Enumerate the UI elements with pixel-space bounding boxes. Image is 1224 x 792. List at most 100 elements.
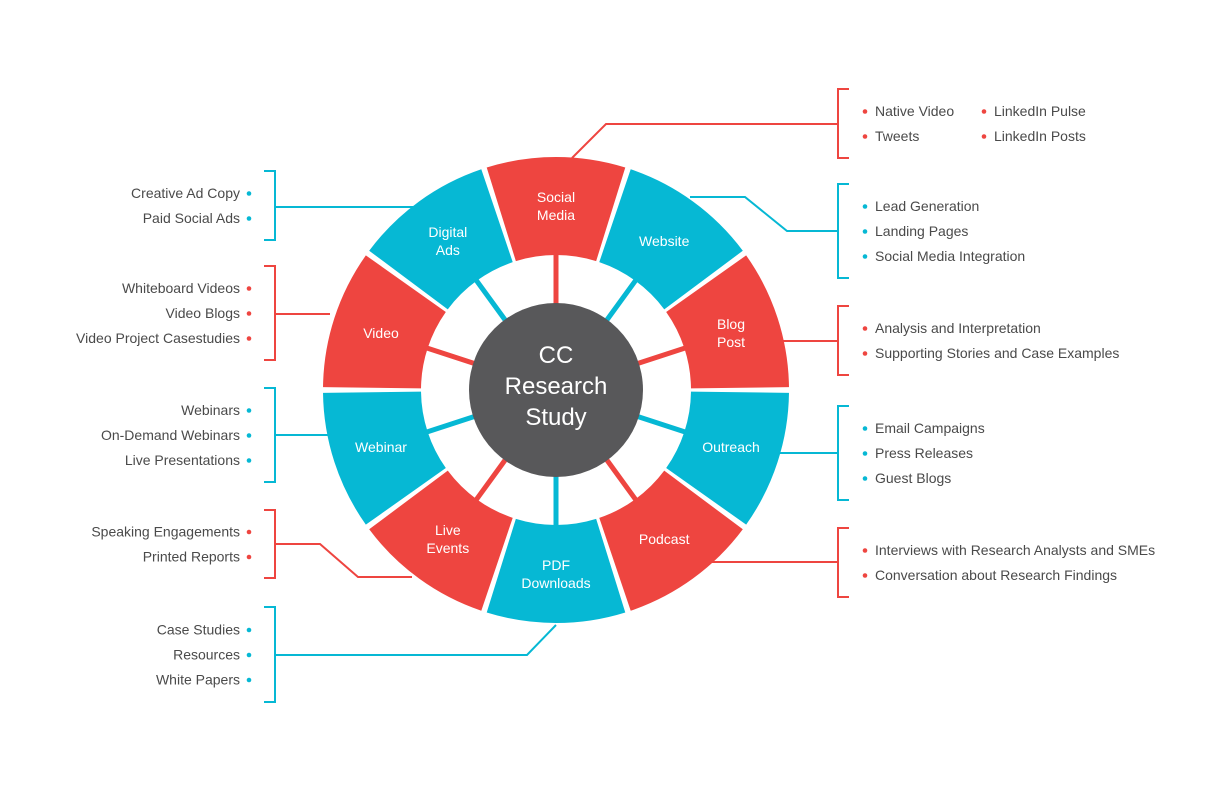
bullet-icon xyxy=(862,326,868,331)
segment-website xyxy=(599,169,743,310)
bullet-icon xyxy=(981,109,987,114)
bullet-icon xyxy=(862,451,868,456)
segment-live-events xyxy=(369,470,513,611)
list-item-text: Press Releases xyxy=(875,445,973,461)
list-item: Webinars xyxy=(181,402,252,418)
list-item-text: Native Video xyxy=(875,103,954,119)
bullet-icon xyxy=(862,254,868,259)
center-circle xyxy=(469,303,643,477)
bullet-icon xyxy=(862,351,868,356)
bullet-icon xyxy=(246,554,252,560)
list-item: LinkedIn Posts xyxy=(981,128,1086,144)
bullet-icon xyxy=(246,652,252,658)
bracket-pdf-downloads xyxy=(264,606,276,703)
list-item-text: Interviews with Research Analysts and SM… xyxy=(875,542,1155,558)
bullet-icon xyxy=(246,529,252,535)
list-item: On-Demand Webinars xyxy=(101,427,252,443)
bracket-video xyxy=(264,265,276,361)
segment-social-media xyxy=(486,157,626,262)
spoke-digital-ads xyxy=(472,276,510,325)
bullet-icon xyxy=(246,408,252,413)
spoke-outreach xyxy=(634,413,689,436)
list-item: White Papers xyxy=(156,672,252,688)
list-item: Video Blogs xyxy=(166,305,252,321)
bullet-icon xyxy=(246,458,252,463)
bullet-icon xyxy=(246,286,252,291)
list-item: Speaking Engagements xyxy=(91,524,252,540)
bullet-icon xyxy=(862,134,868,139)
bracket-live-events xyxy=(264,509,276,579)
list-item: Lead Generation xyxy=(862,198,979,214)
segment-label-outreach: Outreach xyxy=(702,439,760,455)
list-item: Email Campaigns xyxy=(862,420,985,436)
list-item-text: Analysis and Interpretation xyxy=(875,320,1041,336)
bullet-icon xyxy=(246,191,252,196)
list-item-text: Video Project Casestudies xyxy=(76,330,240,346)
list-item-text: Printed Reports xyxy=(143,549,240,565)
list-item-text: Tweets xyxy=(875,128,919,144)
list-item-text: Case Studies xyxy=(157,622,240,638)
spoke-live-events xyxy=(472,455,510,504)
list-item: Tweets xyxy=(862,128,919,144)
bullet-icon xyxy=(862,476,868,481)
list-item: Creative Ad Copy xyxy=(131,185,252,201)
bracket-podcast xyxy=(837,527,849,598)
list-item-text: Guest Blogs xyxy=(875,470,951,486)
list-item-text: LinkedIn Posts xyxy=(994,128,1086,144)
list-item: Native Video xyxy=(862,103,954,119)
bullet-icon xyxy=(862,229,868,234)
list-item: Conversation about Research Findings xyxy=(862,567,1117,583)
bullet-icon xyxy=(246,627,252,633)
list-item-text: Supporting Stories and Case Examples xyxy=(875,345,1119,361)
bracket-outreach xyxy=(837,405,849,501)
list-item-text: Creative Ad Copy xyxy=(131,185,240,201)
list-item-text: Live Presentations xyxy=(125,452,240,468)
spoke-video xyxy=(423,344,478,367)
connector-pdf-downloads xyxy=(275,624,557,656)
list-item: Printed Reports xyxy=(143,549,252,565)
bullet-icon xyxy=(246,677,252,683)
list-item-text: Video Blogs xyxy=(166,305,240,321)
bullet-icon xyxy=(862,204,868,209)
list-item-text: White Papers xyxy=(156,672,240,688)
bullet-icon xyxy=(862,548,868,553)
list-item: Press Releases xyxy=(862,445,973,461)
list-item: Live Presentations xyxy=(125,452,252,468)
list-item-text: LinkedIn Pulse xyxy=(994,103,1086,119)
list-item-text: Whiteboard Videos xyxy=(122,280,240,296)
segment-pdf-downloads xyxy=(486,518,626,624)
list-item: Case Studies xyxy=(157,622,252,638)
list-item: Guest Blogs xyxy=(862,470,951,486)
bracket-digital-ads xyxy=(264,170,276,241)
segment-digital-ads xyxy=(369,169,513,310)
segment-outreach xyxy=(666,391,789,525)
list-item: LinkedIn Pulse xyxy=(981,103,1086,119)
spoke-webinar xyxy=(423,413,478,436)
segment-blog-post xyxy=(666,255,789,389)
connector-website xyxy=(690,196,838,232)
bullet-icon xyxy=(246,433,252,438)
list-item-text: Email Campaigns xyxy=(875,420,985,436)
bracket-blog-post xyxy=(837,305,849,376)
segment-video xyxy=(323,255,446,389)
bullet-icon xyxy=(862,426,868,431)
list-item-text: Speaking Engagements xyxy=(91,524,240,540)
list-item-text: Social Media Integration xyxy=(875,248,1025,264)
bracket-website xyxy=(837,183,849,279)
connectors xyxy=(264,88,849,703)
bullet-icon xyxy=(981,134,987,139)
bullet-icon xyxy=(862,109,868,114)
list-item-text: Conversation about Research Findings xyxy=(875,567,1117,583)
list-item: Resources xyxy=(173,647,252,663)
segment-label-website: Website xyxy=(639,233,690,249)
connector-social-media xyxy=(571,123,838,159)
